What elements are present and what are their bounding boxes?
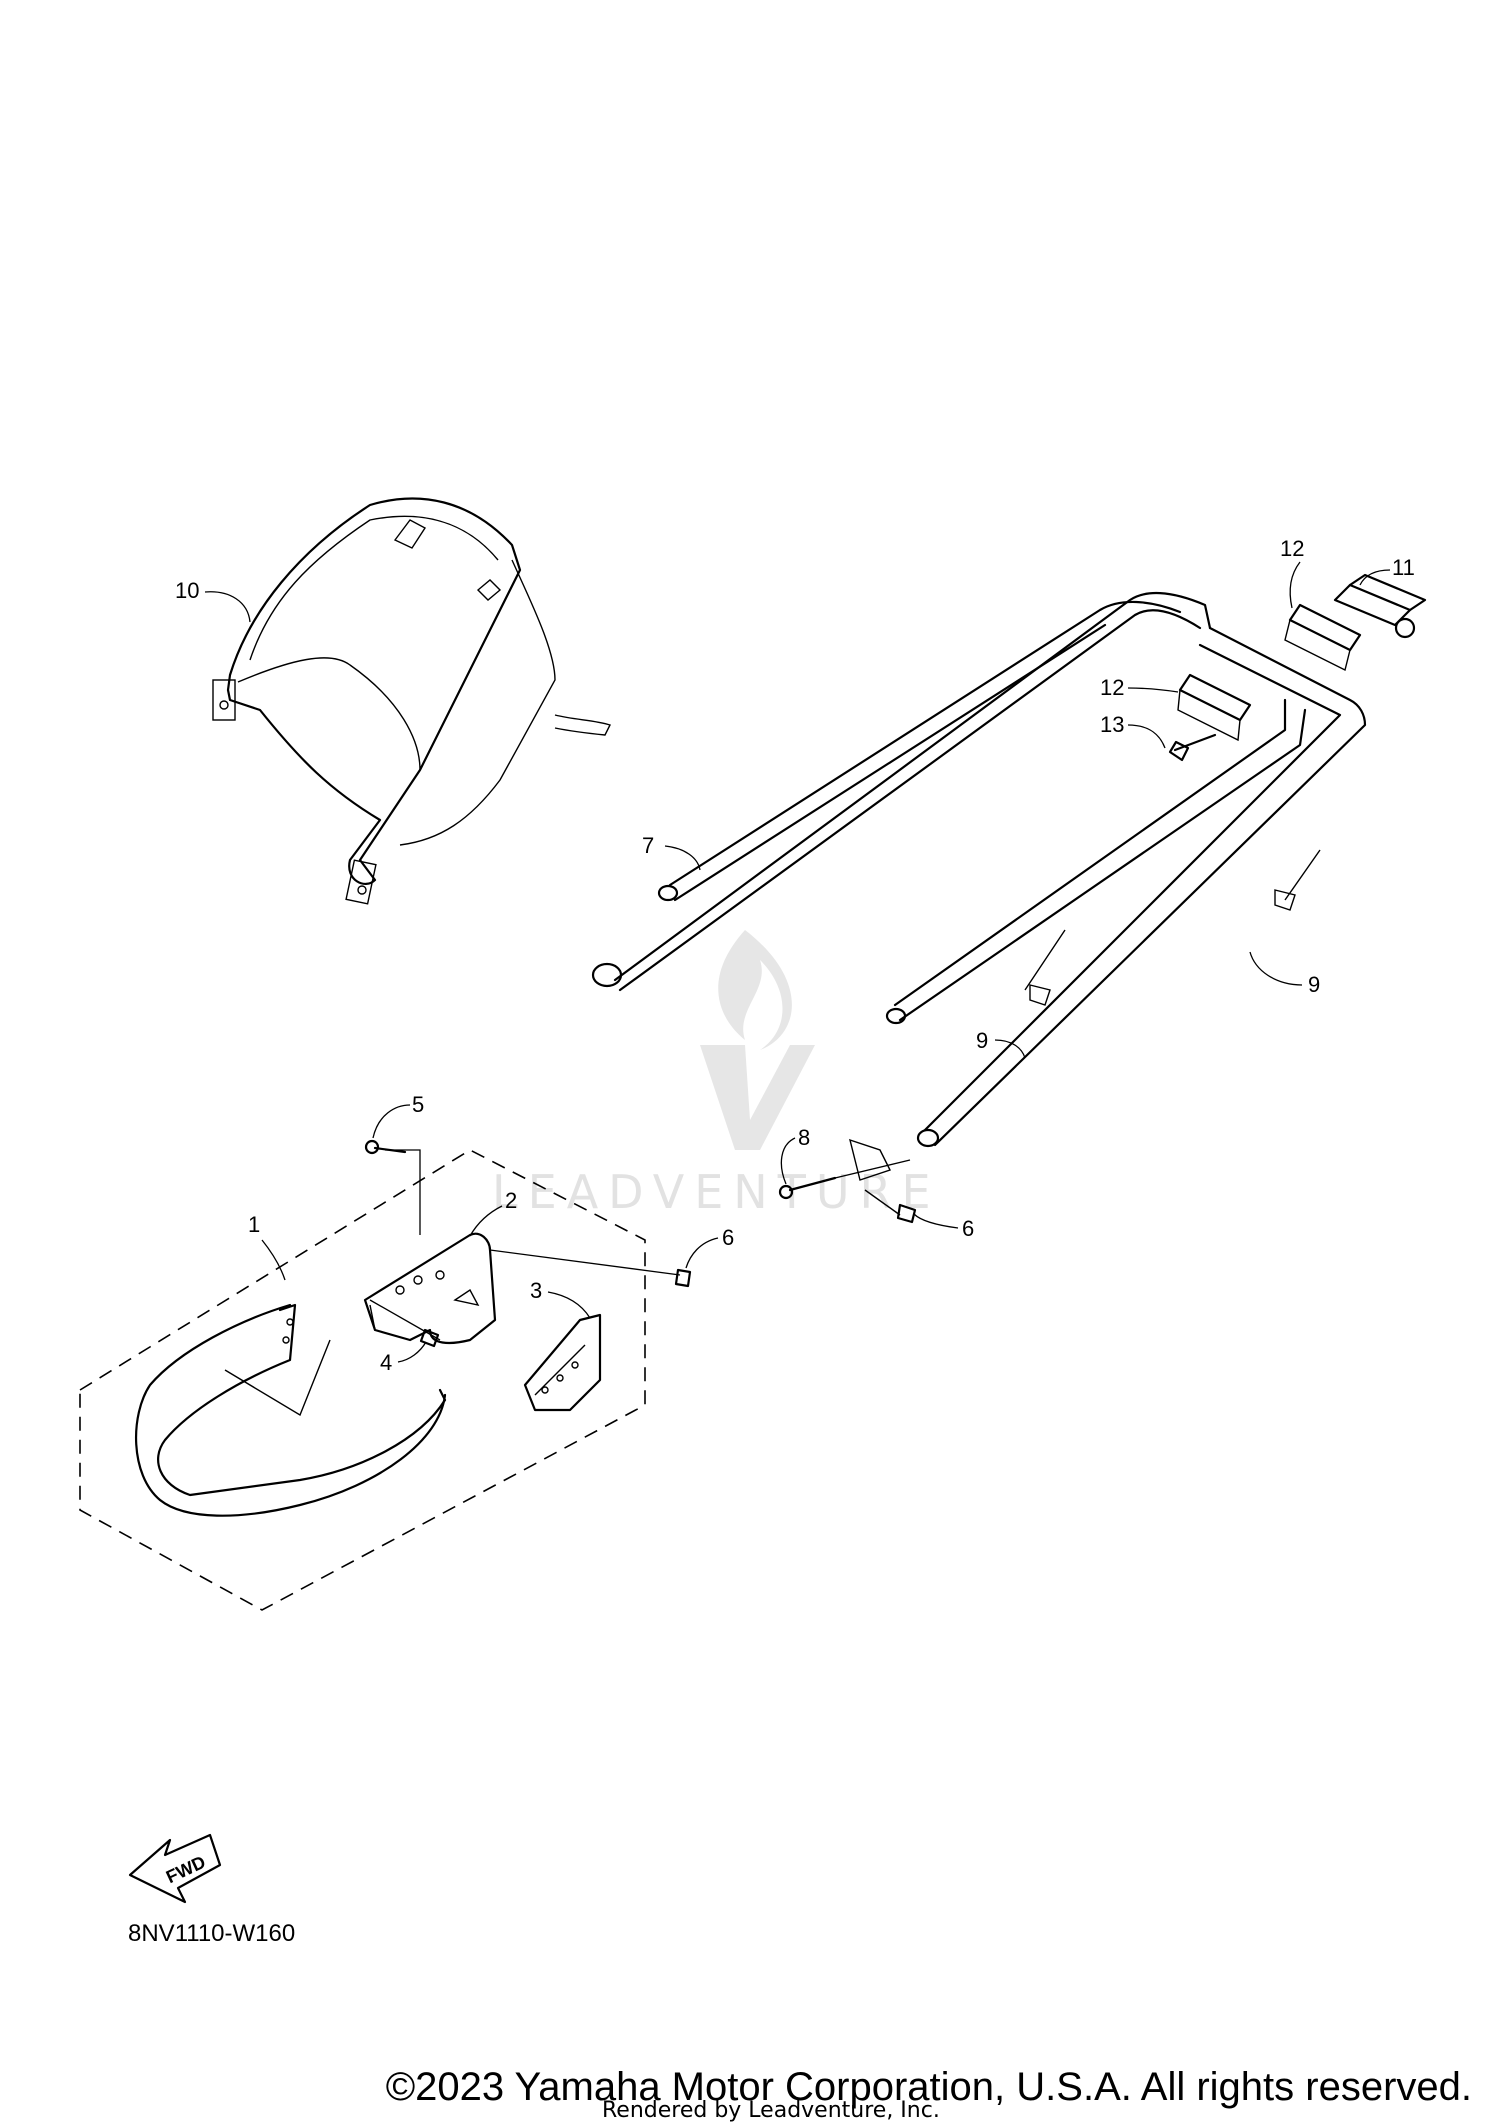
part-8-bolt: [778, 1138, 911, 1216]
diagram-code: 8NV1110-W160: [128, 1920, 296, 1947]
part-6-clip-right: [896, 1203, 917, 1224]
part-4-nut: [419, 1328, 440, 1348]
watermark: LEADVENTURE: [492, 930, 941, 1219]
fwd-label: FWD: [163, 1852, 209, 1887]
callout-12-upper: 12: [1280, 536, 1304, 561]
callout-3: 3: [530, 1278, 542, 1303]
callout-8: 8: [798, 1125, 810, 1150]
callout-12-lower: 12: [1100, 675, 1124, 700]
callout-10: 10: [175, 578, 199, 603]
part-3-bracket: [523, 1313, 602, 1412]
part-5-bolt: [364, 1139, 407, 1155]
callout-9-right: 9: [1308, 972, 1320, 997]
part-1-bumper: [135, 1303, 447, 1517]
callout-7: 7: [642, 833, 654, 858]
watermark-text: LEADVENTURE: [492, 1165, 941, 1219]
callout-6-right: 6: [962, 1216, 974, 1241]
part-13-bolt: [1168, 733, 1217, 762]
callout-1: 1: [248, 1212, 260, 1237]
part-10-cover: [212, 497, 611, 905]
kit-1-boundary: [79, 1149, 646, 1611]
part-12-bracket-upper: [1284, 603, 1362, 672]
part-6-clip-left: [674, 1268, 692, 1288]
copyright-notice: ©2023 Yamaha Motor Corporation, U.S.A. A…: [385, 2065, 1472, 2109]
callouts: 1 2 3 4 5 6 6 7 8 9 9 10 11 12 12 13: [175, 536, 1415, 1375]
callout-5: 5: [412, 1092, 424, 1117]
part-11-hinge: [1333, 573, 1427, 639]
callout-6-left: 6: [722, 1225, 734, 1250]
part-12-bracket-lower: [1177, 673, 1252, 742]
callout-9-mid: 9: [976, 1028, 988, 1053]
callout-4: 4: [380, 1350, 392, 1375]
callout-11: 11: [1392, 555, 1415, 580]
callout-2: 2: [505, 1188, 517, 1213]
part-7-tube-assembly: [591, 592, 1367, 1148]
fwd-arrow-icon: FWD: [128, 1833, 222, 1904]
rendered-by-notice: Rendered by Leadventure, Inc.: [602, 2098, 940, 2123]
callout-13: 13: [1100, 712, 1124, 737]
